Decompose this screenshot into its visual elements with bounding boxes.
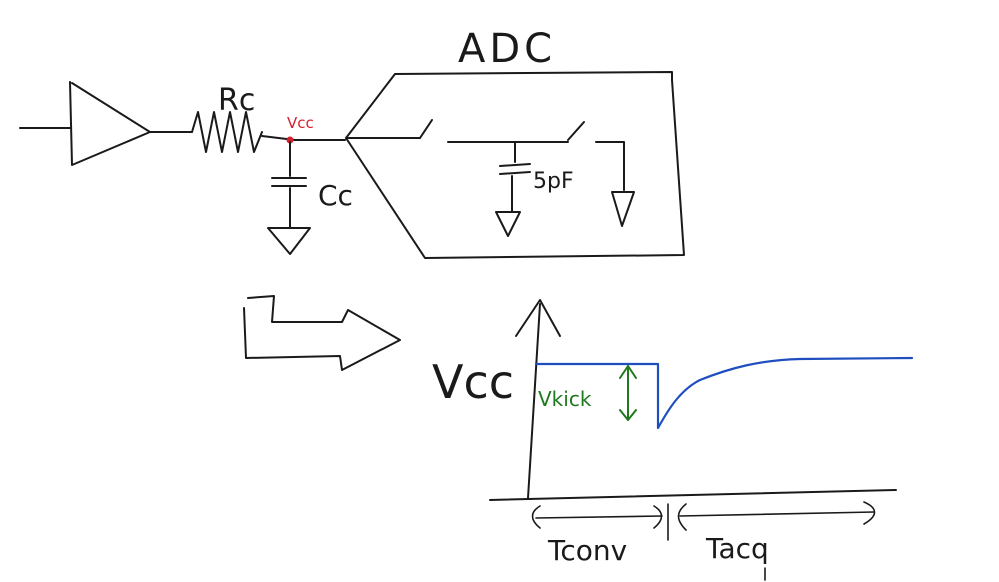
switch-1 [419, 119, 521, 143]
capacitor-cc [271, 141, 307, 229]
x-axis [489, 489, 897, 501]
ground-cc [267, 227, 311, 255]
vcc-waveform [534, 356, 914, 430]
tconv-interval [531, 505, 663, 529]
transition-arrow [243, 295, 401, 371]
switch-2 [519, 121, 625, 191]
vcc-axis-label: Vcc [432, 355, 514, 409]
buffer-amplifier [69, 81, 151, 166]
tacq-label: Tacq [705, 532, 769, 565]
sample-capacitor-5pf [499, 141, 531, 213]
vkick-marker [619, 365, 637, 421]
resistor-rc [191, 111, 263, 153]
adc-title: ADC [458, 26, 556, 72]
tconv-label: Tconv [547, 534, 627, 567]
rc-label: Rc [218, 83, 255, 118]
cap-5pf-label: 5pF [533, 169, 574, 194]
vcc-node-dot [286, 136, 294, 144]
vcc-node-label: Vcc [287, 114, 314, 132]
ground-switch-2 [611, 191, 635, 227]
tacq-interval [677, 501, 876, 531]
y-axis [515, 299, 561, 499]
vkick-label: Vkick [538, 387, 592, 411]
ground-5pf [495, 211, 521, 237]
rc-to-node-wire [261, 135, 346, 141]
adc-box-outline [345, 71, 685, 259]
cc-label: Cc [318, 179, 353, 212]
